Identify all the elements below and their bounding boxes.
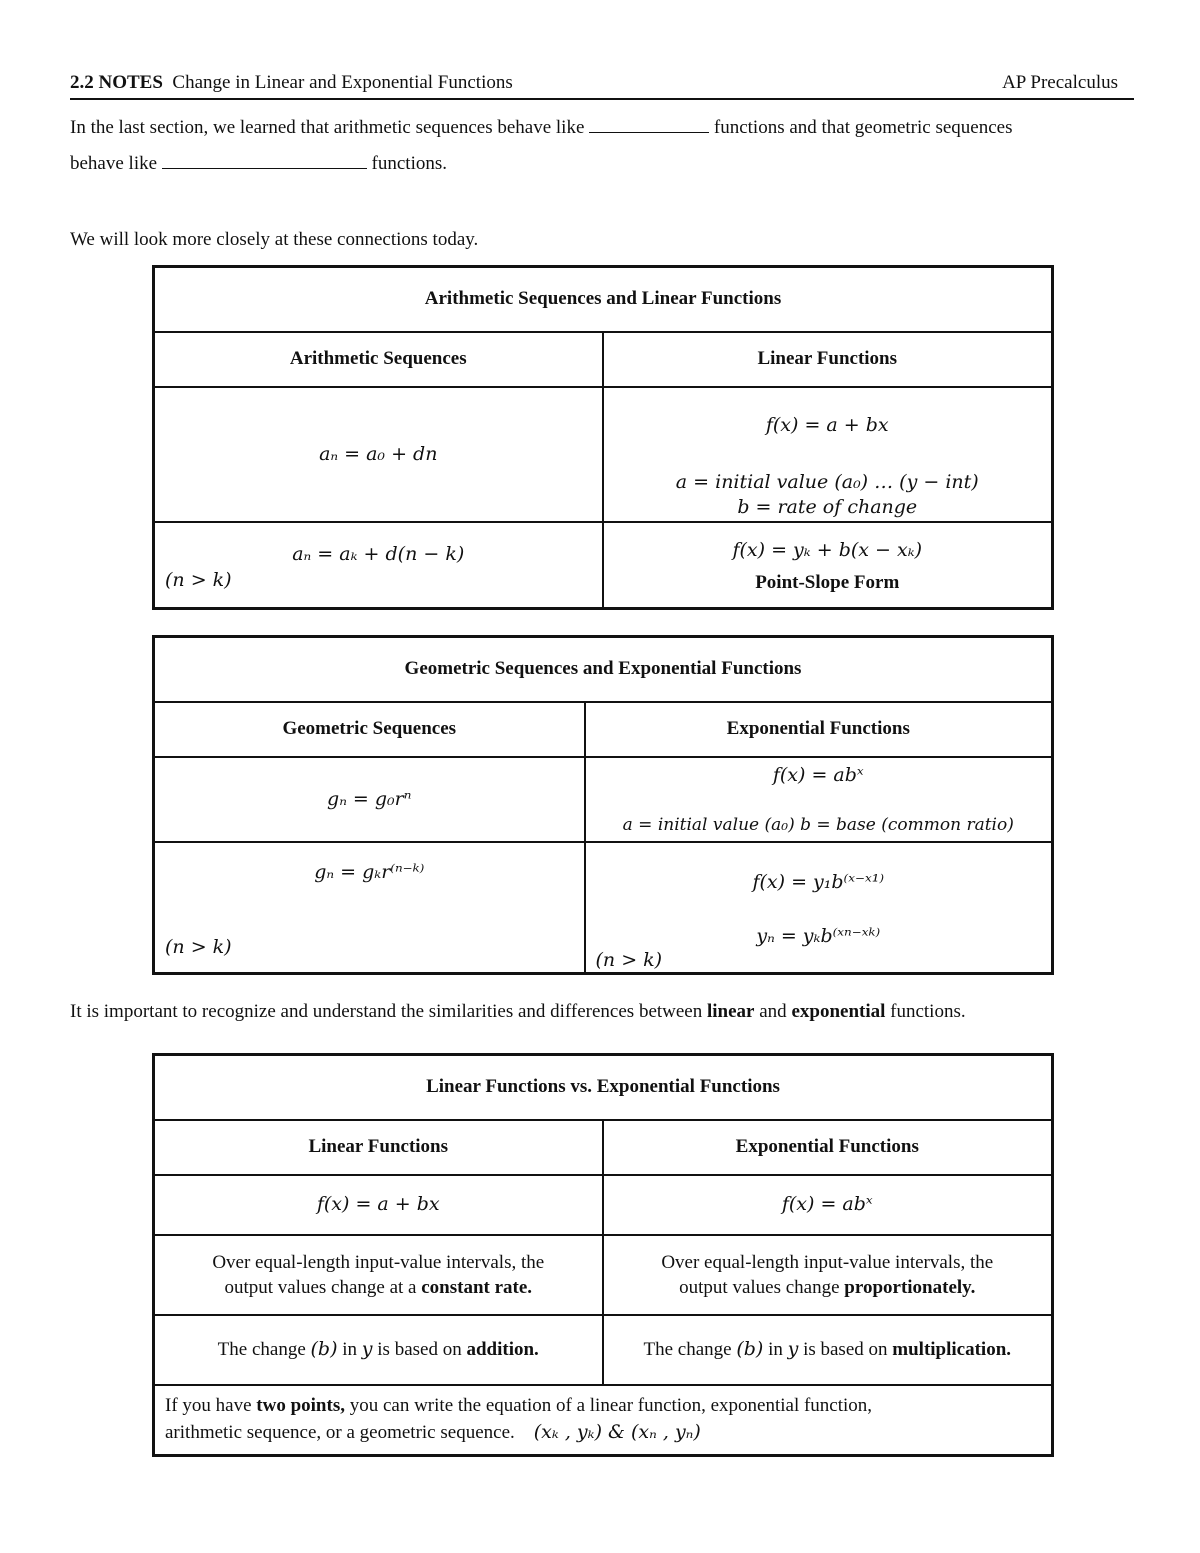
fill-in-blank-1[interactable]: [589, 118, 710, 133]
cell-keyword: multiplication.: [892, 1339, 1012, 1360]
cell-keyword: constant rate.: [421, 1276, 533, 1298]
cell-text: output values change: [679, 1276, 840, 1298]
formula: f(x) = abˣ: [781, 1193, 873, 1215]
formula: f(x) = y₁b⁽ˣ⁻ˣ¹⁾: [752, 870, 885, 893]
formula: aₙ = aₖ + d(n − k): [292, 542, 465, 565]
formula: f(x) = a + bx: [765, 413, 889, 436]
cell-text: you can write the equation of a linear f…: [349, 1395, 873, 1417]
arithmetic-linear-table: Arithmetic Sequences and Linear Function…: [152, 265, 1054, 610]
intro-line-1: In the last section, we learned that ari…: [70, 110, 1013, 146]
table-cell: Over equal-length input-value intervals,…: [152, 1233, 604, 1316]
table-cell: f(x) = a + bx a = initial value (a₀) … (…: [601, 385, 1054, 523]
column-header: Linear Functions: [601, 330, 1054, 388]
point-pair: (xₖ , yₖ) & (xₙ , yₙ): [533, 1421, 701, 1444]
statement-text: and: [759, 1001, 787, 1022]
cell-text: is based on: [803, 1339, 888, 1360]
intro-text: In the last section, we learned that ari…: [70, 117, 585, 138]
statement-text: functions.: [890, 1001, 966, 1022]
formula-note: a = initial value (a₀) b = base (common …: [622, 814, 1014, 835]
linear-vs-exponential-table: Linear Functions vs. Exponential Functio…: [152, 1053, 1055, 1457]
fill-in-blank-2[interactable]: [161, 154, 367, 169]
table-title: Geometric Sequences and Exponential Func…: [152, 635, 1054, 703]
condition-note: (n > k): [595, 948, 663, 971]
table-cell: The change (b) in y is based on multipli…: [601, 1313, 1054, 1386]
cell-text: The change: [643, 1339, 732, 1360]
table-cell: f(x) = abˣ: [601, 1173, 1054, 1236]
table-cell: gₙ = g₀rⁿ: [152, 755, 586, 843]
table-cell: f(x) = a + bx: [152, 1173, 604, 1236]
cell-text: Over equal-length input-value intervals,…: [661, 1251, 994, 1273]
cell-variable: y: [787, 1338, 799, 1360]
cell-text: in: [342, 1339, 358, 1360]
cell-text: in: [768, 1339, 783, 1360]
intro-text: behave like: [70, 153, 158, 174]
cell-keyword: addition.: [466, 1339, 539, 1360]
header-title: 2.2 NOTES Change in Linear and Exponenti…: [70, 72, 513, 94]
form-label: Point-Slope Form: [755, 571, 900, 593]
table-footer-cell: If you have two points, you can write th…: [152, 1383, 1054, 1457]
formula-note: a = initial value (a₀) … (y − int): [675, 470, 979, 493]
cell-text: The change: [217, 1339, 306, 1360]
cell-variable: (b): [736, 1338, 764, 1360]
notes-title: Change in Linear and Exponential Functio…: [172, 72, 513, 93]
column-header: Arithmetic Sequences: [152, 330, 604, 388]
cell-text: output values change at a: [224, 1276, 417, 1298]
geometric-exponential-table: Geometric Sequences and Exponential Func…: [152, 635, 1054, 975]
cell-text: is based on: [377, 1339, 462, 1360]
page-header: 2.2 NOTES Change in Linear and Exponenti…: [70, 72, 1134, 100]
formula: f(x) = abˣ: [772, 763, 864, 786]
formula: gₙ = gₖr⁽ⁿ⁻ᵏ⁾: [314, 860, 425, 883]
table-cell: f(x) = yₖ + b(x − xₖ) Point-Slope Form: [601, 520, 1054, 610]
condition-note: (n > k): [165, 568, 232, 591]
formula: yₙ = yₖb⁽ˣⁿ⁻ˣᵏ⁾: [756, 924, 881, 947]
table-cell: aₙ = a₀ + dn: [152, 385, 604, 523]
intro-text: functions.: [371, 153, 448, 174]
formula: f(x) = yₖ + b(x − xₖ): [732, 538, 923, 561]
table-cell: aₙ = aₖ + d(n − k) (n > k): [152, 520, 604, 610]
column-header: Geometric Sequences: [152, 700, 586, 758]
cell-keyword: proportionately.: [844, 1276, 976, 1298]
table-cell: Over equal-length input-value intervals,…: [601, 1233, 1054, 1316]
column-header: Exponential Functions: [583, 700, 1054, 758]
formula: gₙ = g₀rⁿ: [327, 787, 412, 810]
table-cell: gₙ = gₖr⁽ⁿ⁻ᵏ⁾ (n > k): [152, 840, 586, 975]
formula: aₙ = a₀ + dn: [319, 442, 438, 465]
cell-variable: y: [361, 1338, 373, 1360]
table-title: Linear Functions vs. Exponential Functio…: [152, 1053, 1054, 1121]
table-cell: f(x) = abˣ a = initial value (a₀) b = ba…: [583, 755, 1054, 843]
intro-text: functions and that geometric sequences: [713, 117, 1013, 138]
condition-note: (n > k): [165, 935, 232, 958]
intro-line-3: We will look more closely at these conne…: [70, 229, 479, 250]
statement-text: It is important to recognize and underst…: [70, 1001, 703, 1022]
cell-keyword: two points,: [256, 1395, 345, 1417]
formula: f(x) = a + bx: [316, 1193, 440, 1215]
table-cell: f(x) = y₁b⁽ˣ⁻ˣ¹⁾ yₙ = yₖb⁽ˣⁿ⁻ˣᵏ⁾ (n > k): [583, 840, 1054, 975]
keyword-linear: linear: [707, 1001, 755, 1022]
cell-text: arithmetic sequence, or a geometric sequ…: [165, 1422, 515, 1444]
intro-line-2: behave like functions.: [70, 146, 447, 182]
formula-note: b = rate of change: [737, 495, 918, 518]
course-name: AP Precalculus: [1002, 72, 1118, 93]
cell-text: If you have: [165, 1395, 252, 1417]
column-header: Linear Functions: [152, 1118, 604, 1176]
table-title: Arithmetic Sequences and Linear Function…: [152, 265, 1054, 333]
comparison-statement: It is important to recognize and underst…: [70, 994, 966, 1030]
column-header: Exponential Functions: [601, 1118, 1054, 1176]
table-cell: The change (b) in y is based on addition…: [152, 1313, 604, 1386]
notes-label: 2.2 NOTES: [70, 72, 163, 93]
keyword-exponential: exponential: [791, 1001, 886, 1022]
cell-variable: (b): [310, 1338, 338, 1360]
cell-text: Over equal-length input-value intervals,…: [212, 1251, 545, 1273]
